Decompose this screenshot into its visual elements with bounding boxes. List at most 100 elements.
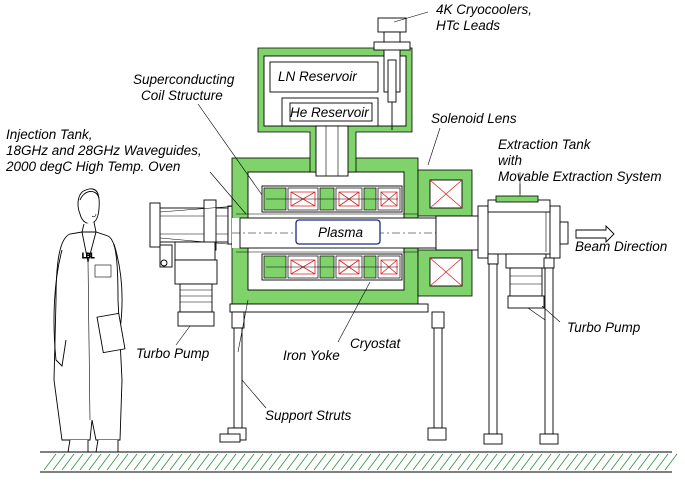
ground-hatch-line xyxy=(277,453,291,471)
person-badge-label: LBL xyxy=(82,253,95,260)
ground-hatch-line xyxy=(97,453,111,471)
ground-hatch-line xyxy=(43,453,57,471)
ground-hatch-line xyxy=(619,453,633,471)
ground-hatch-line xyxy=(241,453,255,471)
ground-hatch-line xyxy=(421,453,435,471)
ground-hatch-line xyxy=(52,453,66,471)
ground-hatch-line xyxy=(124,453,138,471)
ground-hatch-line xyxy=(556,453,570,471)
extraction-label-3: Movable Extraction System xyxy=(498,169,662,184)
ground-hatch-line xyxy=(547,453,561,471)
ground-hatch-line xyxy=(367,453,381,471)
ground-hatch-line xyxy=(376,453,390,471)
ground-hatch-line xyxy=(493,453,507,471)
labels: 4K Cryocoolers, HTc Leads Superconductin… xyxy=(5,2,667,423)
superconducting-label-1: Superconducting xyxy=(133,72,235,87)
ground-hatch-line xyxy=(178,453,192,471)
ground-hatch-line xyxy=(160,453,174,471)
ground xyxy=(40,451,678,473)
ground-hatch-line xyxy=(448,453,462,471)
cryocoolers-label-2: HTc Leads xyxy=(436,18,500,33)
ground-hatch-line xyxy=(628,453,642,471)
extraction-label-2: with xyxy=(498,153,522,168)
ground-hatch-line xyxy=(88,453,102,471)
turbo-pump-left-label: Turbo Pump xyxy=(136,346,210,361)
ground-hatch-line xyxy=(142,453,156,471)
ground-hatch-line xyxy=(646,453,660,471)
ground-hatch-line xyxy=(664,453,678,471)
ground-hatch-line xyxy=(250,453,264,471)
ground-hatch-line xyxy=(574,453,588,471)
superconducting-label-2: Coil Structure xyxy=(141,88,223,103)
ground-hatch-line xyxy=(394,453,408,471)
ground-hatch-line xyxy=(133,453,147,471)
ground-hatch-line xyxy=(358,453,372,471)
ground-hatch-line xyxy=(169,453,183,471)
extraction-label-1: Extraction Tank xyxy=(498,137,592,152)
ground-hatch-line xyxy=(520,453,534,471)
ground-hatch-line xyxy=(232,453,246,471)
superconducting-coils xyxy=(261,185,403,281)
ground-hatch-line xyxy=(610,453,624,471)
ground-hatch-line xyxy=(565,453,579,471)
ground-hatch-line xyxy=(115,453,129,471)
ground-hatch-line xyxy=(259,453,273,471)
ground-hatch-line xyxy=(295,453,309,471)
ground-hatch-line xyxy=(484,453,498,471)
ground-hatch-line xyxy=(304,453,318,471)
ground-hatch-line xyxy=(430,453,444,471)
ground-hatch-line xyxy=(385,453,399,471)
ground-hatch-line xyxy=(538,453,552,471)
support-struts xyxy=(219,253,559,445)
ground-hatch-line xyxy=(583,453,597,471)
cryocoolers-label-1: 4K Cryocoolers, xyxy=(436,2,532,17)
solenoid-lens-label: Solenoid Lens xyxy=(431,111,517,126)
ground-hatch-line xyxy=(313,453,327,471)
turbo-pump-left xyxy=(174,259,218,346)
ground-hatch-line xyxy=(592,453,606,471)
injection-label-3: 2000 degC High Temp. Oven xyxy=(5,159,180,174)
ground-hatch-line xyxy=(61,453,75,471)
ground-hatch-line xyxy=(187,453,201,471)
ground-hatch-line xyxy=(223,453,237,471)
ground-hatch-line xyxy=(529,453,543,471)
ground-hatch-line xyxy=(79,453,93,471)
ground-hatch-line xyxy=(601,453,615,471)
ln-reservoir-label: LN Reservoir xyxy=(278,69,357,84)
injection-label-2: 18GHz and 28GHz Waveguides, xyxy=(6,143,202,158)
ground-hatch-line xyxy=(637,453,651,471)
ground-hatch-line xyxy=(205,453,219,471)
ground-hatch-line xyxy=(349,453,363,471)
cryostat-label: Cryostat xyxy=(350,336,402,351)
ground-hatch-line xyxy=(286,453,300,471)
ground-hatch-line xyxy=(403,453,417,471)
turbo-pump-right xyxy=(505,253,549,323)
extraction-tank xyxy=(477,184,569,259)
person-figure: LBL xyxy=(53,188,126,453)
ground-hatch-line xyxy=(196,453,210,471)
ground-hatch-line xyxy=(214,453,228,471)
ground-hatch-line xyxy=(322,453,336,471)
iron-yoke-label: Iron Yoke xyxy=(283,348,340,363)
ground-hatch-line xyxy=(106,453,120,471)
ground-hatch-line xyxy=(475,453,489,471)
ln-reservoir xyxy=(269,61,379,93)
turbo-pump-right-label: Turbo Pump xyxy=(567,320,641,335)
ground-hatch-line xyxy=(340,453,354,471)
support-struts-label: Support Struts xyxy=(265,408,352,423)
beam-arrow xyxy=(575,224,615,244)
solenoid-lens xyxy=(417,169,487,297)
ground-hatch-line xyxy=(268,453,282,471)
ground-hatch-line xyxy=(331,453,345,471)
injection-label-1: Injection Tank, xyxy=(6,127,93,142)
ground-hatch-line xyxy=(151,453,165,471)
ground-hatch-line xyxy=(511,453,525,471)
ground-hatch-line xyxy=(502,453,516,471)
ground-hatch-line xyxy=(457,453,471,471)
ground-hatch-line xyxy=(70,453,84,471)
he-reservoir-label: He Reservoir xyxy=(290,105,369,120)
ground-hatch-line xyxy=(655,453,669,471)
ground-hatch-line xyxy=(439,453,453,471)
plasma-label: Plasma xyxy=(318,225,364,240)
